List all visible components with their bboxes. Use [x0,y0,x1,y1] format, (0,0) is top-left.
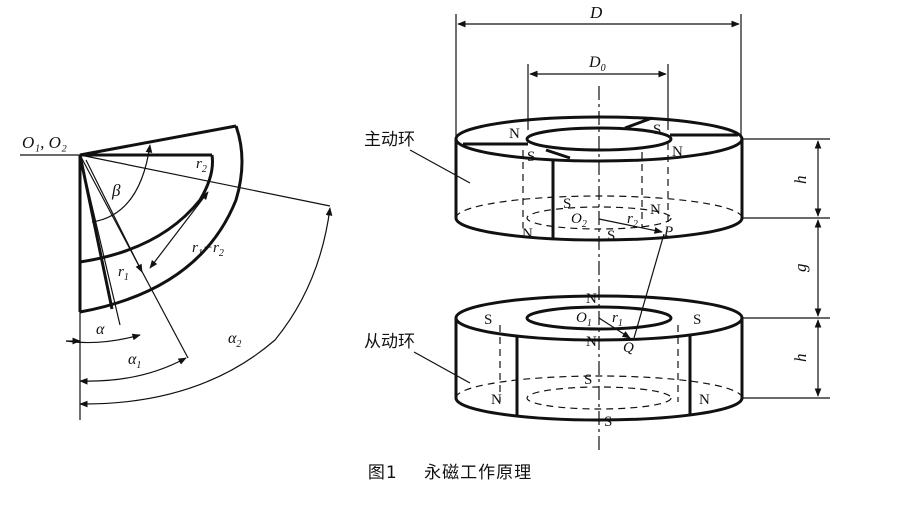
top-ring-bottom-back [455,195,743,219]
driven-ring-label: 从动环 [364,332,415,351]
rings-diagram: D D0 N S S N S N N S O2 [364,3,830,454]
O1-label: O1 [576,310,592,329]
r1-ring-arrow [598,317,631,339]
bot-pole-S-right: S [693,312,701,328]
bottom-ring-bottom-front [454,397,744,422]
h-bottom-label: h [791,354,810,363]
bottom-ring-bottom-inner [526,386,672,410]
top-split-front [545,148,571,160]
top-pole-S-left: S [527,149,535,165]
beta-arc [91,144,153,223]
top-ring-bottom-inner [526,206,672,230]
alpha-label: α [96,321,105,338]
bottom-ring-bottom-back [455,375,743,399]
figure-caption: 图1 永磁工作原理 [0,458,900,483]
bot-pole-N-left: N [491,392,502,408]
alpha2-arc [79,207,333,408]
center-label: O₁, O₂ [22,133,67,152]
sector-upper-edge [79,124,237,157]
caption-number: 图1 [367,463,398,483]
bot-pole-S-left: S [484,312,492,328]
caption-title: 永磁工作原理 [424,463,533,483]
alpha1-label: α1 [128,351,141,371]
O2-label: O2 [571,211,587,230]
D-label: D [589,3,603,22]
bot-pole-N-top: N [586,291,597,307]
top-pole-N-right: N [672,144,683,160]
beta-label: β [111,181,121,200]
D0-label: D0 [588,54,606,74]
driving-ring-leader [409,149,471,184]
bot-pole-S-mid: S [584,372,592,388]
top-pole-N-left: N [509,126,520,142]
r2-arrow [598,218,663,234]
bot-pole-S-bottom: S [604,414,612,430]
bot-pole-N-right: N [699,392,710,408]
h-top-label: h [791,176,810,185]
bottom-ring-top-inner [525,305,673,331]
r1-r2-label: r1−r2 [192,240,224,259]
alpha2-label: α2 [228,330,241,350]
top-pole-N-bottom: N [522,226,533,242]
P-Q-line [633,233,665,339]
P-label: P [663,224,673,240]
sector-beta-edge [78,154,114,310]
g-label: g [791,264,810,273]
top-split-back [624,116,653,130]
top-pole-S-right: S [653,122,661,138]
r2-label: r2 [196,156,207,175]
top-pole-S-center: S [563,196,571,212]
top-pole-S-bottom: S [607,228,615,244]
bot-pole-N-mid: N [586,334,597,350]
r1-ring-label: r1 [612,310,623,329]
top-ring-top-inner [525,126,673,152]
driving-ring-label: 主动环 [364,130,415,149]
Q-label: Q [623,340,634,356]
top-ring-bottom-front [454,217,744,242]
top-pole-N-mid: N [650,202,661,218]
sector-diagram: O₁, O₂ r2 β r1−r2 r1 α α1 α2 [20,124,333,420]
driven-ring-leader [413,351,471,384]
r2-ring-label: r2 [627,211,638,230]
alpha2-ray [79,154,331,207]
r1-label: r1 [118,264,129,283]
